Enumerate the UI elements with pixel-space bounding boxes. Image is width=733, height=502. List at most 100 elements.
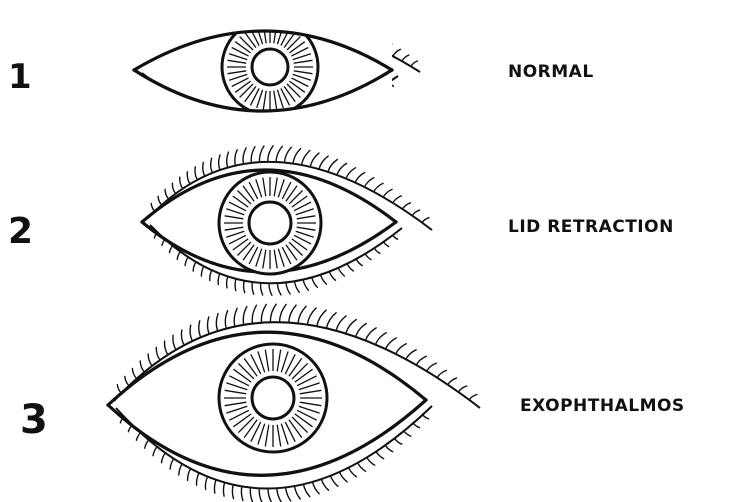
eyelash [243, 148, 246, 164]
eyelash [356, 259, 362, 266]
eyelash [298, 306, 306, 323]
eyelash [151, 204, 155, 212]
eyelash [193, 262, 196, 271]
eyelash [277, 488, 281, 502]
eyelash [356, 324, 367, 337]
eyelash [295, 281, 300, 292]
eyelash [180, 177, 183, 189]
eyelash [261, 283, 263, 295]
eyelash [412, 210, 420, 216]
eyelash [469, 395, 477, 400]
eyelash [337, 163, 347, 175]
eyelash [232, 485, 233, 499]
eye-exophthalmos-drawing [108, 304, 480, 502]
eyelash [416, 356, 426, 365]
eyelash [328, 160, 337, 172]
eyelash [303, 280, 308, 291]
eyelash [241, 486, 243, 500]
eyelash [402, 203, 410, 209]
eyelash [393, 235, 398, 239]
eyelash [396, 344, 407, 354]
eyelash [329, 272, 335, 281]
eyelash [199, 321, 201, 338]
eyelash [280, 304, 287, 322]
eyelash [225, 311, 227, 329]
eyelash [374, 248, 380, 253]
eye-lid-retraction-drawing [142, 146, 432, 295]
eyelash [458, 386, 466, 392]
eyelash [427, 363, 437, 371]
eyelash [132, 369, 136, 379]
eyelash [310, 153, 319, 167]
eyelash [393, 49, 401, 56]
eyelash [338, 268, 344, 276]
eyelash [211, 158, 213, 173]
eyelash [385, 445, 393, 451]
eyelash [156, 347, 160, 360]
eyelash [235, 279, 236, 291]
eyelash [402, 55, 409, 61]
eyelash [195, 167, 197, 180]
eyelash [422, 218, 429, 223]
eyelash [218, 274, 220, 285]
eyelash [321, 275, 327, 284]
eyelash [162, 239, 165, 245]
eyelash [170, 459, 174, 469]
eyelash [243, 307, 247, 325]
row-number-2: 2 [8, 214, 33, 250]
eyelash [364, 178, 374, 187]
row-label-lid-retraction: LID RETRACTION [508, 219, 674, 236]
eyelash [162, 453, 166, 463]
eyelash [336, 316, 346, 331]
eyelash [227, 152, 229, 168]
eyelash [207, 317, 209, 334]
eyelash [355, 173, 365, 183]
row-label-normal: NORMAL [508, 64, 594, 81]
eyelash [317, 310, 326, 326]
eyelash [158, 196, 162, 205]
eyelash [326, 313, 336, 329]
eyelash [269, 283, 272, 295]
eyelash [330, 476, 338, 487]
eyelash [223, 483, 224, 497]
pupil [249, 202, 291, 244]
eyelash [276, 146, 282, 162]
eyelash [346, 168, 356, 179]
eyelash [179, 464, 182, 475]
eyelash [214, 480, 216, 493]
eyelash [235, 150, 237, 166]
eyelash [190, 325, 192, 341]
eyelash [170, 246, 173, 253]
eyelash [227, 276, 228, 288]
row-label-exophthalmos: EXOPHTHALMOS [520, 398, 685, 415]
eyelash [250, 488, 252, 502]
eyelash [321, 479, 328, 490]
eyelash [367, 458, 375, 466]
eye-normal-drawing [134, 0, 420, 135]
eyelash [252, 305, 256, 323]
eyelash [295, 486, 301, 499]
eyelash [404, 431, 411, 436]
eyelash [251, 147, 255, 163]
eyelash [165, 190, 169, 200]
eyelash [172, 183, 175, 194]
eyelash [187, 172, 190, 184]
eyelash [165, 341, 168, 355]
eyelash [347, 264, 353, 271]
eyelash [252, 282, 254, 294]
eyelash [284, 147, 291, 162]
pupil [252, 377, 294, 419]
eyelash [125, 376, 129, 385]
eyelash [117, 385, 121, 394]
eyelash [374, 183, 383, 191]
eyelash [140, 361, 144, 372]
eyelash [259, 488, 262, 502]
eyelash [136, 433, 140, 441]
eyelash [365, 328, 376, 341]
eyelash [358, 463, 366, 472]
eyelash [289, 305, 296, 323]
eyelash [173, 335, 176, 350]
row-number-1: 1 [8, 60, 32, 94]
eyelash [437, 370, 446, 377]
